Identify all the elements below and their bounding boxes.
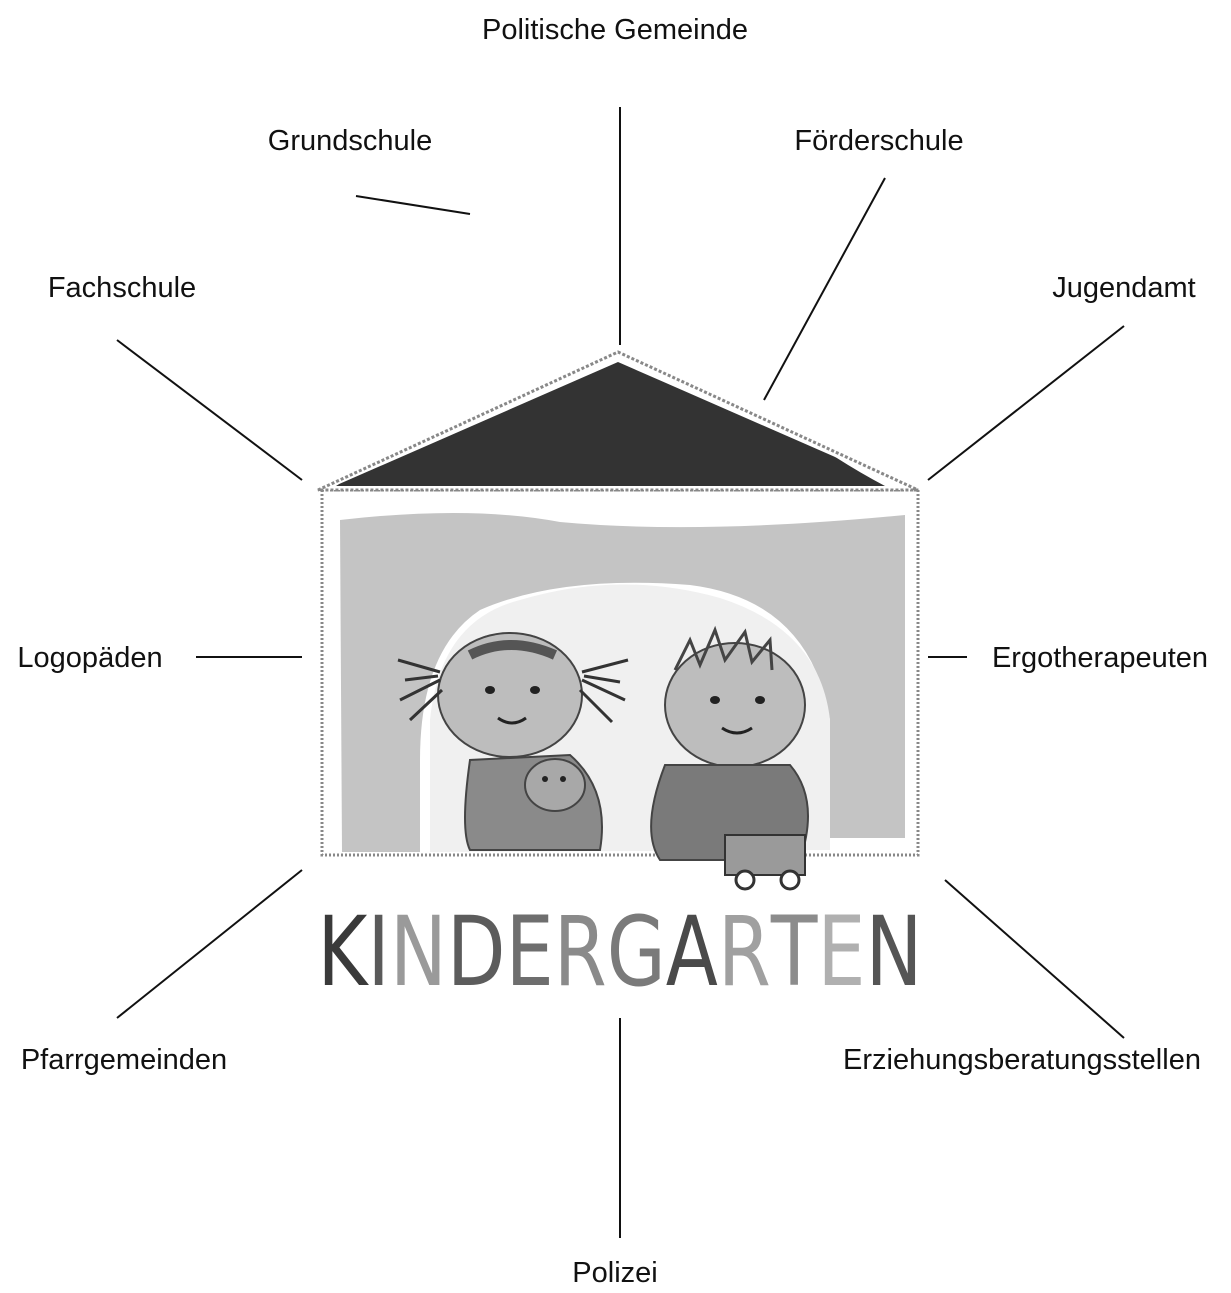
logo-letter: T bbox=[770, 898, 818, 1009]
connector-pfarrgemeinden bbox=[117, 870, 302, 1018]
label-fachschule: Fachschule bbox=[48, 272, 196, 304]
label-pfarrgemeinden: Pfarrgemeinden bbox=[21, 1044, 227, 1076]
connector-foerderschule bbox=[764, 178, 885, 400]
logo-letter: K bbox=[317, 898, 369, 1009]
connector-erziehungsberatungsstellen bbox=[945, 880, 1124, 1038]
kindergarten-logo-text: KINDERGARTEN bbox=[317, 898, 922, 1009]
label-polizei: Polizei bbox=[572, 1257, 657, 1289]
label-grundschule: Grundschule bbox=[268, 125, 432, 157]
logo-letter: A bbox=[666, 898, 718, 1009]
logo-letter: N bbox=[390, 898, 447, 1009]
logo-letter: G bbox=[607, 898, 666, 1009]
label-politische-gemeinde: Politische Gemeinde bbox=[482, 14, 748, 46]
connector-jugendamt bbox=[928, 326, 1124, 480]
logo-letter: E bbox=[817, 898, 865, 1009]
label-foerderschule: Förderschule bbox=[794, 125, 963, 157]
logo-letter: R bbox=[554, 898, 607, 1009]
logo-letter: N bbox=[866, 898, 923, 1009]
logo-letter: I bbox=[367, 898, 389, 1009]
logo-letter: E bbox=[506, 898, 554, 1009]
label-jugendamt: Jugendamt bbox=[1052, 272, 1196, 304]
kindergarten-logo: KINDERGARTEN bbox=[317, 272, 922, 1008]
label-erziehungsberatungsstellen: Erziehungsberatungsstellen bbox=[843, 1044, 1201, 1076]
logo-letter: R bbox=[718, 898, 771, 1009]
house-roof bbox=[336, 272, 885, 486]
logo-letter: D bbox=[447, 898, 506, 1009]
connector-grundschule bbox=[356, 196, 470, 214]
label-ergotherapeuten: Ergotherapeuten bbox=[992, 642, 1208, 674]
label-logopaeden: Logopäden bbox=[17, 642, 162, 674]
connector-fachschule bbox=[117, 340, 302, 480]
